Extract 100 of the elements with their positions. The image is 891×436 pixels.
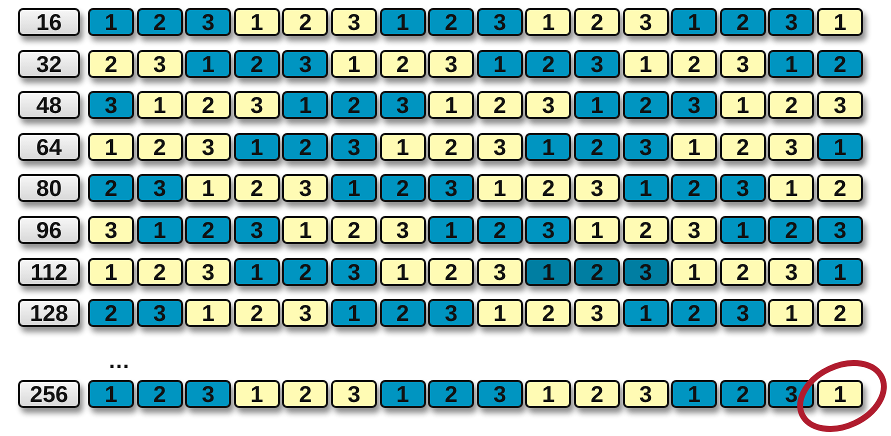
number-tile: 1 xyxy=(768,50,814,78)
number-tile: 2 xyxy=(817,299,863,327)
number-tile: 1 xyxy=(331,299,377,327)
number-tile: 2 xyxy=(574,8,620,36)
number-tile: 3 xyxy=(136,174,183,202)
number-tile: 2 xyxy=(720,258,766,286)
number-tile: 2 xyxy=(574,258,620,286)
number-tile: 1 xyxy=(185,174,232,202)
number-tile: 3 xyxy=(428,174,474,202)
number-tile: 1 xyxy=(817,133,863,161)
number-tile: 1 xyxy=(476,174,523,202)
number-tile: 3 xyxy=(768,8,814,36)
number-tile: 2 xyxy=(331,216,377,244)
row-label: 16 xyxy=(18,8,80,36)
number-tile: 2 xyxy=(380,299,426,327)
number-tile: 2 xyxy=(574,133,620,161)
number-tile: 3 xyxy=(234,91,280,119)
number-tile: 3 xyxy=(476,8,523,36)
number-tile: 2 xyxy=(282,133,328,161)
number-tile: 3 xyxy=(185,380,232,408)
row-label: 32 xyxy=(18,50,80,78)
number-tile: 1 xyxy=(525,8,572,36)
number-tile: 1 xyxy=(720,216,766,244)
number-tile: 2 xyxy=(768,216,814,244)
number-tile: 1 xyxy=(380,258,426,286)
number-tile: 2 xyxy=(476,216,523,244)
row-label: 96 xyxy=(18,216,80,244)
number-tile: 2 xyxy=(282,380,328,408)
number-tile: 1 xyxy=(817,258,863,286)
number-tile: 2 xyxy=(720,8,766,36)
number-tile: 2 xyxy=(622,216,669,244)
number-tile: 1 xyxy=(88,258,134,286)
number-tile: 3 xyxy=(720,174,766,202)
number-tile: 2 xyxy=(817,174,863,202)
number-tile: 1 xyxy=(525,133,572,161)
number-tile: 3 xyxy=(622,258,669,286)
number-tile: 1 xyxy=(428,91,474,119)
number-tile: 3 xyxy=(428,50,474,78)
number-tile: 2 xyxy=(720,133,766,161)
number-tile: 1 xyxy=(136,91,183,119)
number-tile: 1 xyxy=(574,91,620,119)
number-tile: 3 xyxy=(331,380,377,408)
number-tile: 2 xyxy=(282,8,328,36)
number-tile: 3 xyxy=(622,380,669,408)
number-tile: 3 xyxy=(185,8,232,36)
number-tile: 3 xyxy=(720,299,766,327)
row-label: 80 xyxy=(18,174,80,202)
number-tile: 3 xyxy=(136,50,183,78)
row-label: 48 xyxy=(18,91,80,119)
number-tile: 1 xyxy=(282,216,328,244)
number-tile: 2 xyxy=(380,174,426,202)
number-tile: 3 xyxy=(622,8,669,36)
number-tile: 3 xyxy=(331,8,377,36)
number-tile: 3 xyxy=(768,258,814,286)
number-tile: 2 xyxy=(622,91,669,119)
number-tile: 2 xyxy=(476,91,523,119)
number-tile: 1 xyxy=(525,380,572,408)
number-tile: 3 xyxy=(380,216,426,244)
number-tile: 2 xyxy=(136,133,183,161)
number-tile: 3 xyxy=(817,216,863,244)
number-tile: 1 xyxy=(622,174,669,202)
number-tile: 1 xyxy=(185,299,232,327)
number-tile: 1 xyxy=(476,50,523,78)
number-tile: 2 xyxy=(136,8,183,36)
number-tile: 3 xyxy=(88,91,134,119)
number-tile: 1 xyxy=(234,8,280,36)
number-tile: 1 xyxy=(671,133,718,161)
number-tile: 3 xyxy=(282,299,328,327)
number-tile: 2 xyxy=(525,299,572,327)
number-tile: 1 xyxy=(525,258,572,286)
number-tile: 3 xyxy=(525,91,572,119)
number-tile: 3 xyxy=(574,174,620,202)
number-tile: 3 xyxy=(476,133,523,161)
number-tile: 1 xyxy=(331,174,377,202)
number-tile: 1 xyxy=(671,258,718,286)
number-tile: 3 xyxy=(768,133,814,161)
number-tile: 3 xyxy=(282,174,328,202)
number-tile: 1 xyxy=(88,8,134,36)
number-tile: 3 xyxy=(817,91,863,119)
row-label: 64 xyxy=(18,133,80,161)
number-tile: 1 xyxy=(622,299,669,327)
number-tile: 1 xyxy=(817,380,863,408)
number-tile: 1 xyxy=(817,8,863,36)
number-tile: 3 xyxy=(234,216,280,244)
number-tile: 2 xyxy=(185,216,232,244)
number-tile: 1 xyxy=(234,258,280,286)
ellipsis: … xyxy=(108,348,130,374)
row-label: 256 xyxy=(18,380,80,408)
number-tile: 3 xyxy=(671,216,718,244)
number-tile: 1 xyxy=(574,216,620,244)
number-tile: 3 xyxy=(574,50,620,78)
number-tile: 1 xyxy=(331,50,377,78)
number-tile: 2 xyxy=(331,91,377,119)
number-tile: 2 xyxy=(282,258,328,286)
number-tile: 3 xyxy=(331,258,377,286)
number-tile: 2 xyxy=(234,299,280,327)
number-tile: 2 xyxy=(671,299,718,327)
number-tile: 1 xyxy=(671,8,718,36)
number-tile: 2 xyxy=(720,380,766,408)
number-tile: 1 xyxy=(185,50,232,78)
